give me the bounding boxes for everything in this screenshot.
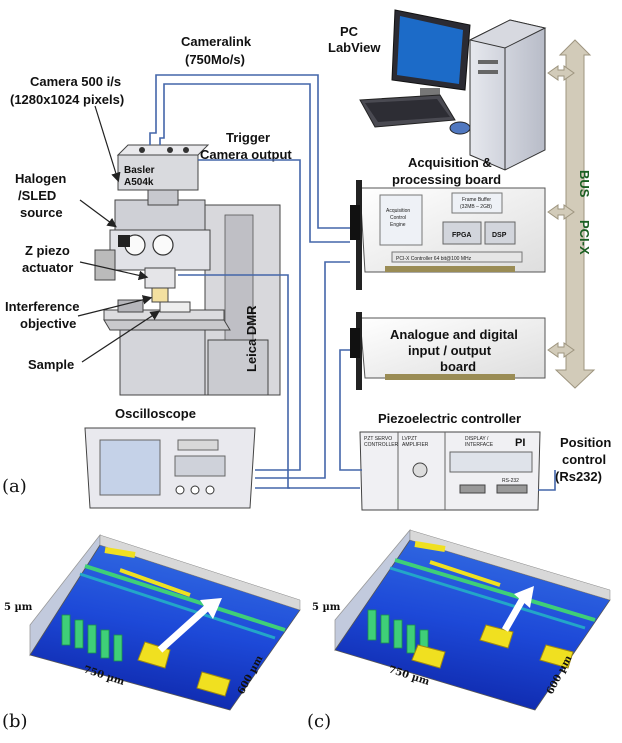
frame-buffer-label: Frame Buffer	[462, 197, 491, 203]
camera-label: Camera 500 i/s	[30, 74, 121, 89]
display-label: DISPLAY /	[465, 436, 489, 442]
basler-model-label: A504k	[124, 177, 154, 188]
panel-c-z-label: 5 µm	[312, 602, 341, 613]
panel-b-letter: (b)	[2, 711, 28, 732]
position-label-3: (Rs232)	[555, 469, 602, 484]
camera-res-label: (1280x1024 pixels)	[10, 92, 124, 107]
analogue-label-1: Analogue and digital	[390, 327, 518, 342]
panel-c-letter: (c)	[307, 711, 331, 732]
cameralink-label: Cameralink	[181, 34, 252, 49]
pc-computer: PC LabView	[328, 9, 547, 171]
interface-label: INTERFACE	[465, 442, 494, 448]
sled-label: /SLED	[18, 188, 56, 203]
trigger-label: Trigger	[226, 130, 270, 145]
bus-label: BUS	[577, 170, 592, 198]
panel-b: 5 µm 750 µm 600 µm (b)	[2, 533, 301, 732]
analogue-label-3: board	[440, 359, 476, 374]
pcix-label: PCI-X	[577, 220, 592, 255]
arrow-c	[501, 593, 529, 632]
amplifier-label: AMPLIFIER	[402, 442, 429, 448]
labview-label: LabView	[328, 40, 381, 55]
panel-a: Basler A504k Leica DMR Camera 500 i/s (1…	[2, 9, 611, 511]
dsp-label: DSP	[492, 232, 507, 239]
controller-sub-label: CONTROLLER	[364, 442, 399, 448]
letters-pattern	[61, 614, 123, 662]
analogue-label-2: input / output	[408, 343, 492, 358]
pi-brand-label: PI	[515, 437, 525, 449]
surface-plot-c	[334, 528, 611, 711]
bus-pci-x: BUS PCI-X	[547, 39, 596, 389]
acq-engine-3: Engine	[390, 222, 406, 228]
position-label-1: Position	[560, 435, 611, 450]
surface-plot-b	[29, 533, 301, 711]
rs232-connector-label: RS-232	[502, 478, 519, 484]
actuator-label: actuator	[22, 260, 73, 275]
frame-buffer-size: (32MB – 2GB)	[460, 204, 492, 210]
objective-label: objective	[20, 316, 76, 331]
signal-wires	[149, 74, 556, 491]
acq-title-2: processing board	[392, 172, 501, 187]
microscope: Basler A504k Leica DMR	[94, 144, 281, 396]
piezo-controller-label: Piezoelectric controller	[378, 411, 521, 426]
analogue-board: Analogue and digital input / output boar…	[350, 312, 546, 390]
pcix-controller-label: PCI-X Controller 64 bit@100 MHz	[396, 256, 472, 262]
acq-title-1: Acquisition &	[408, 155, 492, 170]
acquisition-board: Acquisition & processing board Acquisiti…	[350, 155, 546, 290]
oscilloscope-label: Oscilloscope	[115, 406, 196, 421]
panel-b-z-label: 5 µm	[4, 602, 33, 613]
acq-engine-2: Control	[390, 215, 406, 221]
interference-label: Interference	[5, 299, 79, 314]
sample-label: Sample	[28, 357, 74, 372]
position-label-2: control	[562, 452, 606, 467]
leader-lines	[77, 105, 161, 363]
panel-c: 5 µm 750 µm 600 µm (c)	[307, 528, 611, 732]
camera-basler	[117, 154, 199, 191]
z-piezo-label: Z piezo	[25, 243, 70, 258]
cameralink-rate-label: (750Mo/s)	[185, 52, 245, 67]
pc-label: PC	[340, 24, 359, 39]
pzt-servo-label: PZT SERVO	[364, 436, 392, 442]
basler-label: Basler	[124, 165, 155, 176]
acq-engine-1: Acquisition	[386, 208, 410, 214]
lvpzt-label: LVPZT	[402, 436, 417, 442]
letters-pattern-c	[367, 609, 429, 657]
source-label: source	[20, 205, 63, 220]
leica-label: Leica DMR	[244, 305, 259, 372]
fpga-label: FPGA	[452, 232, 471, 239]
halogen-label: Halogen	[15, 171, 66, 186]
panel-a-letter: (a)	[2, 476, 27, 497]
oscilloscope: Oscilloscope	[84, 406, 256, 509]
arrow-b	[157, 602, 213, 653]
piezo-controller: Piezoelectric controller PZT SERVO CONTR…	[359, 411, 541, 511]
camera-output-label: Camera output	[200, 147, 292, 162]
